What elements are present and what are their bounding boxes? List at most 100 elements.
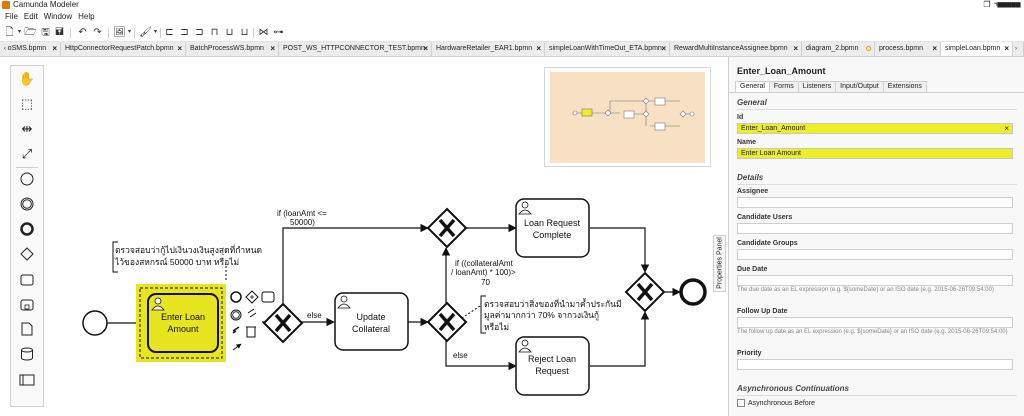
menu-edit[interactable]: Edit (23, 12, 38, 21)
intermediate-event-tool-icon[interactable] (11, 196, 43, 218)
tab-close-icon[interactable]: × (423, 44, 428, 53)
async-before-row[interactable]: Asynchronous Before (737, 399, 815, 408)
global-connect-tool-icon[interactable]: ⤢ (21, 146, 33, 161)
new-dropdown-icon[interactable]: ▾ (17, 29, 21, 35)
start-event[interactable] (82, 310, 108, 336)
align-left-icon[interactable]: ⊏ (165, 27, 174, 38)
data-store-tool-icon[interactable] (11, 346, 43, 368)
data-object-tool-icon[interactable] (11, 321, 43, 343)
subprocess-tool-icon[interactable] (11, 296, 43, 318)
tab-scroll-right-icon[interactable]: › (1013, 42, 1024, 56)
align-center-icon[interactable]: ⊐ (180, 27, 189, 38)
minimap-viewport[interactable] (550, 72, 705, 163)
id-input[interactable]: Enter_Loan_Amount × (737, 123, 1013, 134)
task-enter-loan-amount[interactable]: Enter Loan Amount (147, 293, 219, 353)
end-event[interactable] (679, 278, 707, 306)
tab-close-icon[interactable]: × (793, 44, 798, 53)
redo-icon[interactable]: ↷ (93, 27, 102, 38)
tab-close-icon[interactable]: × (270, 44, 275, 53)
lasso-tool-icon[interactable]: ⬚ (20, 96, 34, 111)
clear-icon[interactable]: × (1004, 124, 1009, 133)
menu-file[interactable]: File (5, 12, 18, 21)
tab-listeners[interactable]: Listeners (797, 81, 837, 92)
undo-icon[interactable]: ↶ (78, 27, 87, 38)
exclusive-gateway-collateral[interactable] (426, 301, 468, 343)
tab-extensions[interactable]: Extensions (882, 81, 927, 92)
save-icon[interactable]: 🖫 (41, 27, 50, 38)
tab-diagram-2[interactable]: diagram_2.bpmn (802, 42, 875, 56)
tab-simple-loan[interactable]: simpleLoan.bpmn× (941, 42, 1013, 56)
tab-input-output[interactable]: Input/Output (835, 81, 884, 92)
distribute-horizontal-icon[interactable]: ⋈ (258, 27, 269, 38)
due-date-input[interactable] (737, 275, 1013, 286)
assignee-input[interactable] (737, 197, 1013, 208)
tab-post-ws-httpconnector-test[interactable]: POST_WS_HTTPCONNECTOR_TEST.bpmn× (279, 42, 432, 56)
distribute-vertical-icon[interactable]: ⊶ (273, 27, 284, 38)
task-tool-icon[interactable] (11, 271, 43, 293)
open-folder-icon[interactable]: 🗁 (24, 27, 37, 38)
tab-general[interactable]: General (735, 81, 770, 92)
tab-simple-loan-with-timeout-eta[interactable]: simpleLoanWithTimeOut_ETA.bpmn× (545, 42, 670, 56)
candidate-users-input[interactable] (737, 223, 1013, 234)
tab-http-connector-request-patch[interactable]: HttpConnectorRequestPatch.bpmn× (61, 42, 186, 56)
priority-input[interactable] (737, 359, 1013, 370)
exclusive-gateway-loan-check[interactable] (426, 207, 468, 249)
exclusive-gateway-merge[interactable] (624, 271, 666, 313)
bpmn-diagram[interactable]: Enter Loan Amount ตรวจสอบว่ากู้ไปเงินวงเ… (0, 57, 727, 416)
async-before-checkbox[interactable] (737, 399, 745, 408)
tab-reward-multi-instance-assignee[interactable]: RewardMultiInstanceAssignee.bpmn× (670, 42, 802, 56)
tab-batch-process-ws[interactable]: BatchProcessWS.bpmn× (186, 42, 279, 56)
export-image-icon[interactable]: 🖼 (113, 27, 126, 38)
properties-panel-toggle[interactable]: Properties Panel (713, 235, 726, 292)
minimap[interactable] (544, 67, 711, 167)
task-reject-loan-request[interactable]: Reject Loan Request (515, 336, 590, 396)
space-tool-icon[interactable]: ⇹ (21, 121, 33, 136)
tab-osms[interactable]: ‹ oSMS.bpmn× (0, 42, 61, 56)
connect-arrow-icon[interactable] (232, 343, 242, 351)
new-file-icon[interactable]: 🗋 (5, 27, 14, 38)
save-as-icon[interactable]: 🖬 (55, 27, 64, 38)
align-bottom-icon[interactable]: ⊔ (240, 27, 249, 38)
align-middle-icon[interactable]: ⊔ (225, 27, 234, 38)
append-task-icon[interactable] (261, 291, 275, 303)
tab-process[interactable]: process.bpmn× (875, 42, 941, 56)
text-annotation-icon[interactable] (247, 308, 257, 318)
tab-close-icon[interactable]: × (661, 44, 666, 53)
diagram-canvas[interactable]: ✋ ⬚ ⇹ ⤢ (0, 57, 727, 416)
align-top-icon[interactable]: ⊓ (210, 27, 219, 38)
tab-forms[interactable]: Forms (768, 81, 799, 92)
gateway-tool-icon[interactable] (11, 246, 43, 268)
flow-collateral-else[interactable] (445, 341, 517, 371)
context-pad[interactable] (230, 290, 275, 351)
flow-reject-to-merge[interactable] (590, 311, 650, 367)
append-end-event-icon[interactable] (230, 291, 242, 303)
color-dropdown-icon[interactable]: ▾ (153, 29, 157, 35)
append-intermediate-event-icon[interactable] (230, 309, 242, 321)
start-event-tool-icon[interactable] (11, 171, 43, 193)
tab-close-icon[interactable]: × (1004, 44, 1009, 53)
menu-help[interactable]: Help (78, 12, 95, 21)
exclusive-gateway-loan-amount[interactable] (262, 302, 304, 344)
task-loan-request-complete[interactable]: Loan Request Complete (515, 198, 590, 258)
append-gateway-icon[interactable] (245, 290, 259, 304)
align-right-icon[interactable]: ⊐ (195, 27, 204, 38)
hand-tool-icon[interactable]: ✋ (18, 71, 36, 86)
pool-tool-icon[interactable] (11, 371, 43, 393)
menu-window[interactable]: Window (43, 12, 73, 21)
follow-up-date-input[interactable] (737, 317, 1013, 328)
tab-close-icon[interactable]: × (536, 44, 541, 53)
task-update-collateral[interactable]: Update Collateral (334, 292, 409, 351)
flow-complete-to-merge[interactable] (590, 227, 650, 273)
candidate-groups-input[interactable] (737, 249, 1013, 260)
name-input[interactable]: Enter Loan Amount (737, 148, 1013, 159)
restore-icon[interactable]: ❐ (983, 0, 991, 9)
export-dropdown-icon[interactable]: ▾ (127, 29, 131, 35)
tab-close-icon[interactable]: × (177, 44, 182, 53)
end-event-tool-icon[interactable] (11, 221, 43, 243)
flow-to-gateway-loan-check[interactable] (282, 223, 429, 304)
delete-trash-icon[interactable] (246, 326, 256, 338)
color-brush-icon[interactable]: 🖌 (139, 27, 152, 38)
tab-close-icon[interactable]: × (52, 44, 57, 53)
tab-hardware-retailer-ear1[interactable]: HardwareRetailer_EAR1.bpmn× (432, 42, 545, 56)
change-type-wrench-icon[interactable] (232, 326, 240, 334)
